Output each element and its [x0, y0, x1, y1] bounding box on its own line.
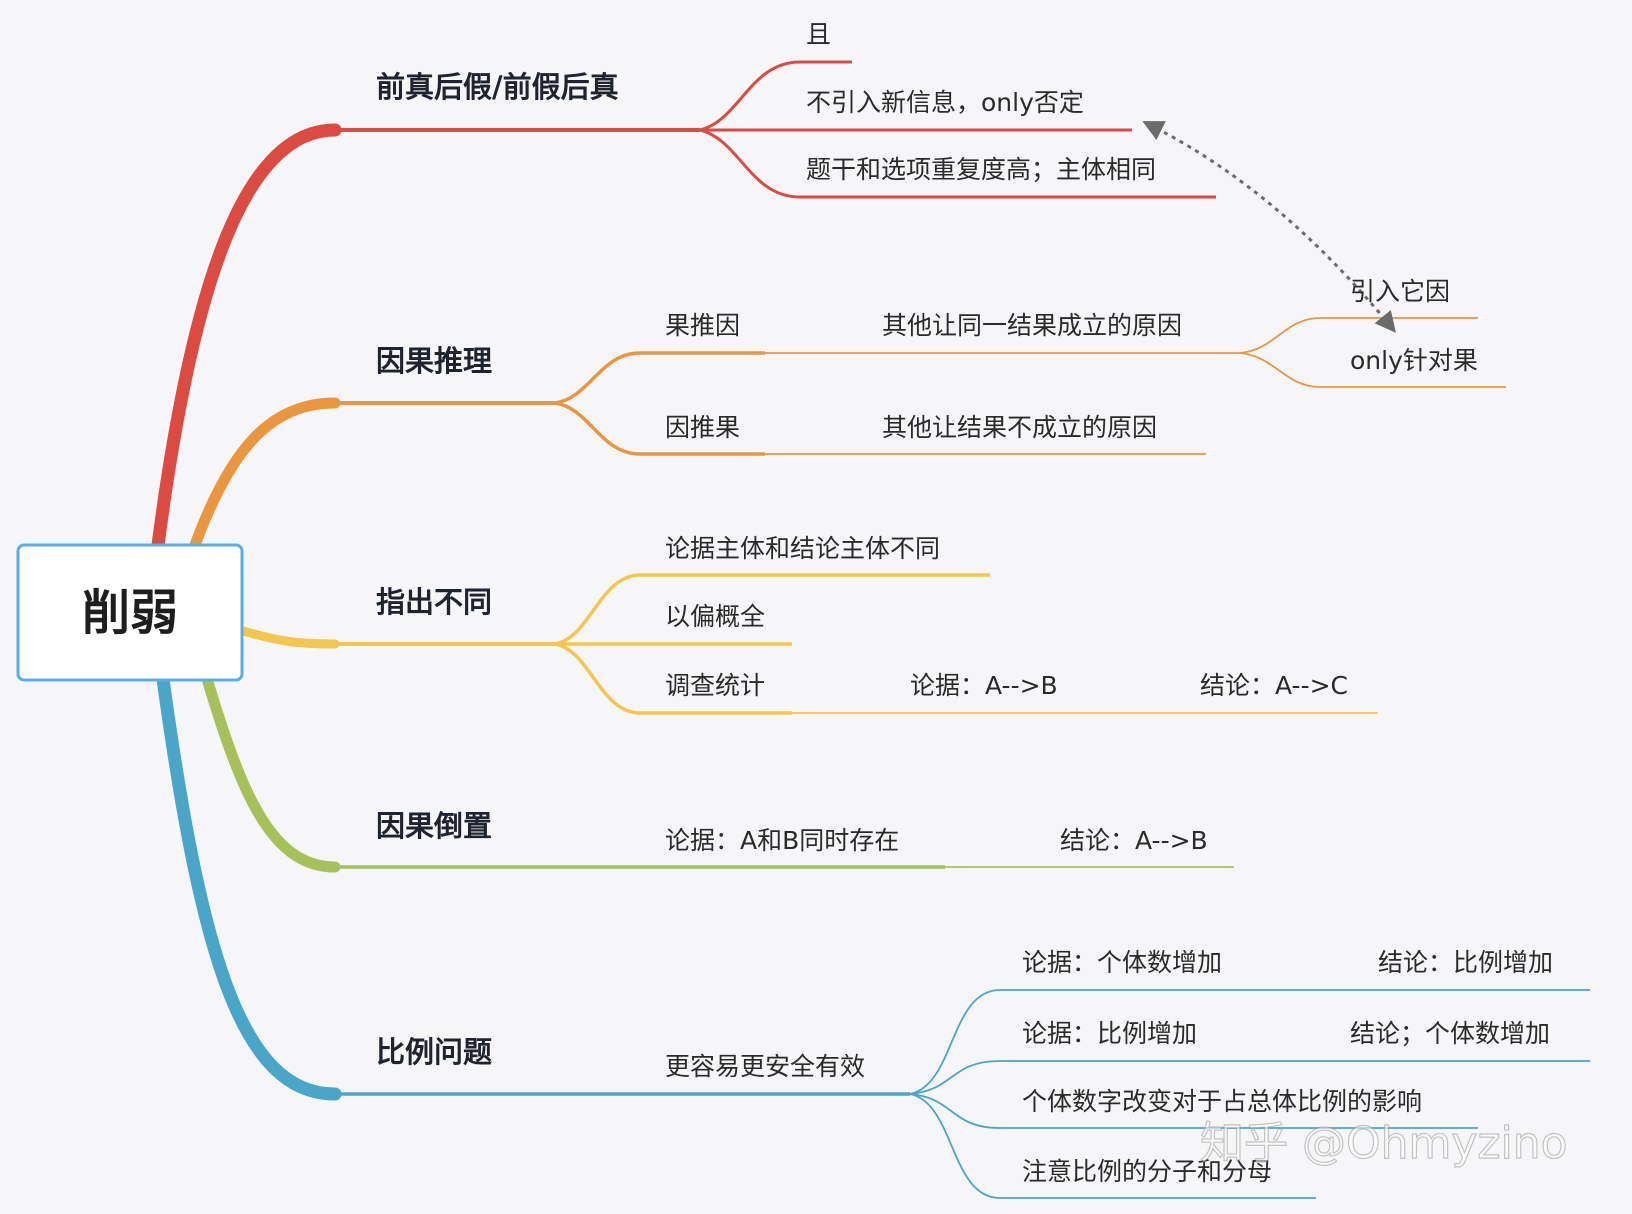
branch-2-sub-2-detail[interactable]: 其他让结果不成立的原因 — [882, 413, 1157, 442]
connector-branch-1-leaf-1 — [699, 60, 852, 132]
connector-branch-5-leaf-1 — [909, 989, 1590, 1095]
branch-2-sub-1-opt-1[interactable]: 引入它因 — [1350, 277, 1450, 306]
branch-3-leaf-1[interactable]: 论据主体和结论主体不同 — [665, 534, 940, 563]
branch-2-sub-2[interactable]: 因推果 — [665, 413, 740, 442]
branch-3-leaf-3-concl[interactable]: 结论：A-->C — [1200, 671, 1348, 700]
branch-3-leaf-2[interactable]: 以偏概全 — [665, 602, 765, 631]
connector-sub-1-opt-2 — [1239, 352, 1506, 388]
branch-2-sub-1-opt-2[interactable]: only针对果 — [1350, 346, 1478, 375]
connector-root-to-branch-1 — [151, 123, 342, 552]
branch-2-sub-1[interactable]: 果推因 — [665, 311, 740, 340]
branch-4-concl[interactable]: 结论：A-->B — [1060, 826, 1208, 855]
branch-5-sub[interactable]: 更容易更安全有效 — [665, 1052, 865, 1081]
branch-1-leaf-2[interactable]: 不引入新信息，only否定 — [806, 88, 1084, 117]
branch-3-leaf-3[interactable]: 调查统计 — [665, 671, 765, 700]
connector-branch-5-leaf-3 — [909, 1093, 1478, 1129]
watermark-text: 知乎 @Ohmyzino — [1200, 1118, 1568, 1169]
branch-1-label[interactable]: 前真后假/前假后真 — [376, 70, 619, 104]
branch-5-leaf-1-arg[interactable]: 论据：个体数增加 — [1022, 948, 1222, 977]
branch-1-leaf-3[interactable]: 题干和选项重复度高；主体相同 — [806, 155, 1156, 184]
connector-branch-2-sub-2 — [554, 401, 765, 456]
root-node[interactable]: 削弱 — [16, 543, 244, 682]
connector-branch-5-leaf-2 — [909, 1060, 1590, 1095]
branch-red — [151, 60, 1216, 552]
branch-5-leaf-4[interactable]: 注意比例的分子和分母 — [1022, 1157, 1272, 1186]
branch-orange — [189, 317, 1506, 551]
branch-4-label[interactable]: 因果倒置 — [376, 809, 492, 843]
branch-5-leaf-3[interactable]: 个体数字改变对于占总体比例的影响 — [1022, 1087, 1422, 1116]
connector-root-to-branch-5 — [155, 665, 342, 1101]
root-node-label: 削弱 — [82, 585, 178, 641]
branch-4-arg[interactable]: 论据：A和B同时存在 — [665, 826, 899, 855]
branch-2-label[interactable]: 因果推理 — [376, 344, 492, 378]
branch-5-label[interactable]: 比例问题 — [376, 1035, 492, 1069]
branch-green — [199, 666, 1234, 873]
branch-yellow — [235, 573, 1378, 715]
connector-root-to-branch-2 — [189, 397, 341, 551]
branch-5-leaf-1-concl[interactable]: 结论：比例增加 — [1378, 948, 1553, 977]
root-node-box — [16, 543, 244, 682]
connector-root-to-branch-3 — [235, 625, 340, 649]
branch-1-leaf-1[interactable]: 且 — [806, 20, 831, 49]
connector-branch-3-leaf-3 — [554, 642, 792, 715]
branch-blue — [155, 665, 1590, 1199]
connector-branch-3-leaf-1 — [554, 573, 990, 646]
branch-3-label[interactable]: 指出不同 — [376, 585, 492, 619]
branch-5-leaf-2-arg[interactable]: 论据：比例增加 — [1022, 1019, 1197, 1048]
branch-2-sub-1-detail[interactable]: 其他让同一结果成立的原因 — [882, 311, 1182, 340]
connector-branch-1-leaf-3 — [699, 128, 1216, 199]
connector-branch-5-leaf-4 — [909, 1093, 1316, 1199]
branch-3-leaf-3-arg[interactable]: 论据：A-->B — [910, 671, 1058, 700]
connector-branch-2-sub-1 — [554, 351, 765, 405]
branch-5-leaf-2-concl[interactable]: 结论；个体数增加 — [1350, 1019, 1550, 1048]
relation-arrow-dashed — [1142, 121, 1396, 333]
connector-root-to-branch-4 — [199, 666, 341, 873]
